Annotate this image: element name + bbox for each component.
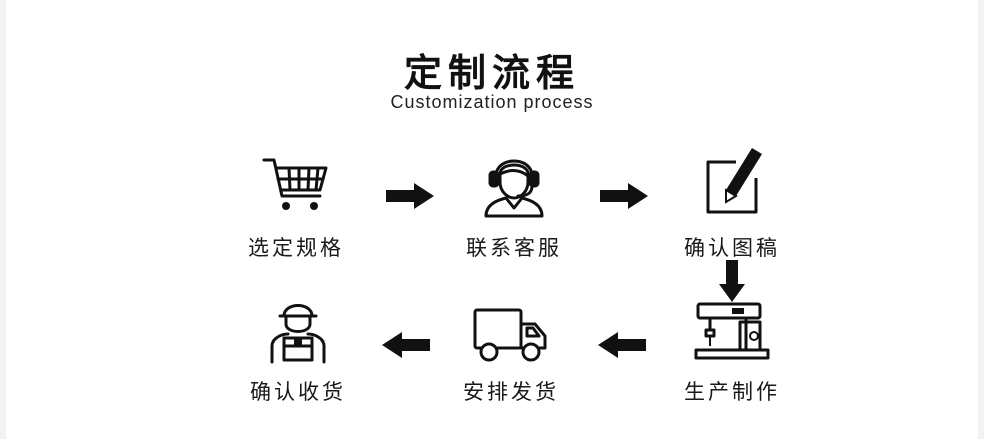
step-arrange-shipping: 安排发货 bbox=[441, 304, 581, 406]
step-label: 确认收货 bbox=[250, 380, 346, 404]
sewing-machine-icon bbox=[694, 302, 770, 360]
step-label: 安排发货 bbox=[463, 380, 559, 404]
step-label: 确认图稿 bbox=[684, 236, 780, 260]
arrow-left-icon bbox=[598, 332, 646, 358]
step-contact-service: 联系客服 bbox=[444, 146, 584, 262]
delivery-truck-icon bbox=[473, 308, 547, 362]
page-subtitle: Customization process bbox=[390, 92, 594, 112]
step-confirm-receipt: 确认收货 bbox=[228, 298, 368, 406]
step-label: 选定规格 bbox=[248, 236, 344, 260]
courier-package-icon bbox=[270, 304, 326, 364]
step-label: 联系客服 bbox=[466, 236, 562, 260]
step-confirm-artwork: 确认图稿 bbox=[662, 146, 802, 262]
step-production: 生产制作 bbox=[662, 300, 802, 406]
step-label: 生产制作 bbox=[684, 380, 780, 404]
pencil-drawing-icon bbox=[706, 148, 762, 214]
page-title: 定制流程 bbox=[403, 51, 580, 95]
customer-service-icon bbox=[484, 159, 544, 218]
arrow-down-icon bbox=[719, 260, 745, 302]
shopping-cart-icon bbox=[262, 158, 328, 210]
step-select-spec: 选定规格 bbox=[226, 150, 366, 262]
arrow-right-icon bbox=[600, 183, 648, 209]
arrow-left-icon bbox=[382, 332, 430, 358]
arrow-right-icon bbox=[386, 183, 434, 209]
